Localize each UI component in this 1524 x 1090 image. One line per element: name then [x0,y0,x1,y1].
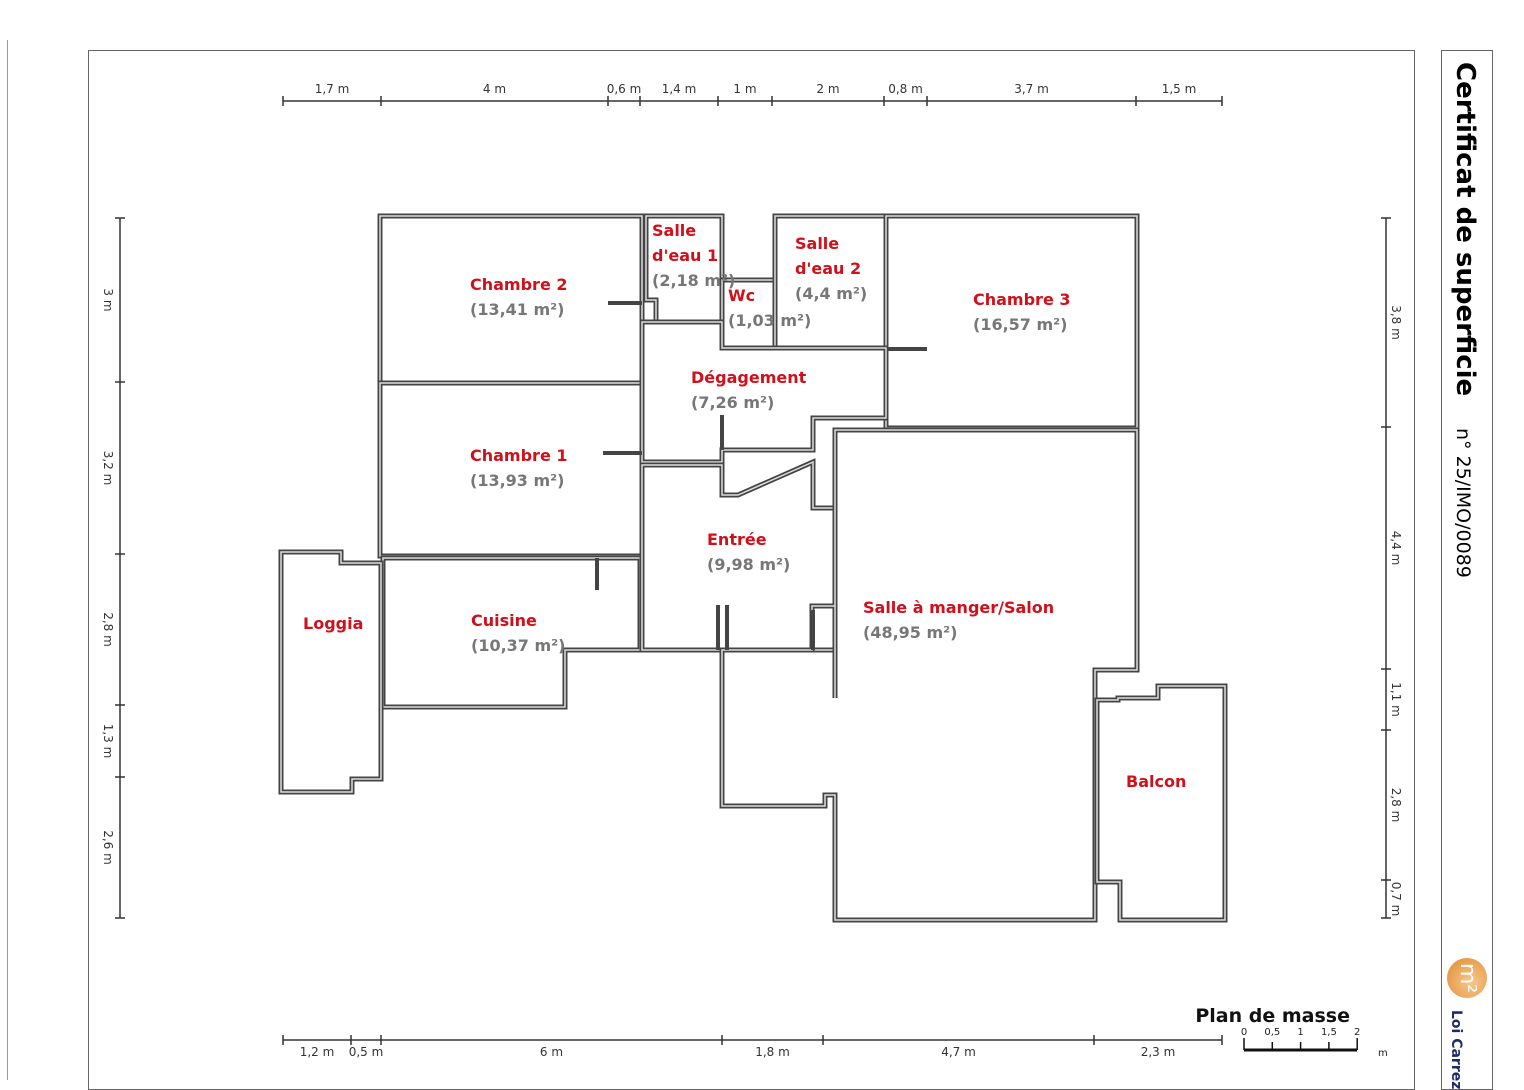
room-area: (13,41 m²) [470,300,564,319]
wall-balcon [1094,683,1228,923]
left-dimension-label: 1,3 m [101,724,115,759]
room-labels: Chambre 2 (13,41 m²) Salle d'eau 1 (2,18 m²)… [303,221,1186,791]
top-dimension-label: 1,4 m [662,82,697,96]
scale-tick-label: 0 [1241,1027,1247,1038]
bottom-dimension-label: 4,7 m [941,1045,976,1059]
top-dimension-label: 0,6 m [607,82,642,96]
room-name: Chambre 2 [470,275,568,294]
room-name: Loggia [303,614,363,633]
scale-tick-label: 0,5 [1264,1027,1280,1038]
room-name: Chambre 3 [973,290,1071,309]
wall-salon [719,427,1140,923]
room-area: (10,37 m²) [471,636,565,655]
right-dimension-label: 4,4 m [1389,531,1403,566]
certificate-number: n° 25/IMO/0089 [1452,428,1474,578]
room-area: (9,98 m²) [707,555,790,574]
room-area: (13,93 m²) [470,471,564,490]
room-area: (16,57 m²) [973,315,1067,334]
room-name: Entrée [707,530,767,549]
room-name-line2: d'eau 2 [795,259,861,278]
top-dimension-label: 4 m [483,82,506,96]
room-area: (2,18 m²) [652,271,735,290]
right-dimension-label: 3,8 m [1389,305,1403,340]
wall-inner-cuisine [382,557,641,708]
wall-degagement [639,319,889,465]
wall-inner-loggia [280,551,382,793]
wall-loggia [278,549,384,795]
room-name: Salle [652,221,696,240]
right-dimension-label: 2,8 m [1389,788,1403,823]
wall-chambre-1 [377,380,645,559]
right-dimension-label: 1,1 m [1389,682,1403,717]
room-area: (1,03 m²) [728,311,811,330]
bottom-dimension-label: 0,5 m [349,1045,384,1059]
document-title: Certificat de superficie [1450,62,1480,397]
scale-unit: m [1378,1048,1388,1059]
page-edge-line [7,40,8,1080]
room-name: Balcon [1126,772,1186,791]
room-name: Cuisine [471,611,537,630]
top-dimension-label: 1 m [733,82,756,96]
room-area: (7,26 m²) [691,393,774,412]
plan-title: Plan de masse [1195,1005,1350,1027]
room-name: Salle [795,234,839,253]
loi-carrez-text: Loi Carrez [1448,1010,1464,1090]
wall-inner-balcon [1096,685,1226,921]
room-name: Dégagement [691,368,807,387]
right-dimension-label: 0,7 m [1389,882,1403,917]
wall-inner-degagement [641,321,887,463]
wall-inner-chambre-1 [379,382,643,557]
wall-inner-salon [721,429,1138,921]
room-name: Wc [728,286,755,305]
wall-cuisine [380,555,643,710]
left-dimension-label: 3,2 m [101,451,115,486]
bottom-dimension-label: 6 m [540,1045,563,1059]
walls [278,213,1228,923]
bottom-dimension-label: 2,3 m [1141,1045,1176,1059]
room-name: Chambre 1 [470,446,568,465]
top-dimension-label: 2 m [816,82,839,96]
top-dimension-label: 1,7 m [315,82,350,96]
bottom-dimension-label: 1,8 m [755,1045,790,1059]
left-dimension-label: 2,6 m [101,830,115,865]
top-dimension-label: 0,8 m [888,82,923,96]
room-name-line2: d'eau 1 [652,246,718,265]
top-dimension-label: 3,7 m [1014,82,1049,96]
bottom-dimension-label: 1,2 m [300,1045,335,1059]
left-dimension-label: 2,8 m [101,612,115,647]
top-dimension-label: 1,5 m [1162,82,1197,96]
left-dimension-label: 3 m [101,288,115,311]
room-area: (4,4 m²) [795,284,867,303]
room-name: Salle à manger/Salon [863,598,1054,617]
scale-tick-label: 2 [1354,1027,1360,1038]
dimension-lines: 1,7 m 4 m 0,6 m 1,4 m 1 m 2 m 0,8 m 3,7 m 1,5 m 1… [101,82,1403,1059]
scale-tick-label: 1,5 [1321,1027,1337,1038]
scale-tick-label: 1 [1297,1027,1303,1038]
room-area: (48,95 m²) [863,623,957,642]
